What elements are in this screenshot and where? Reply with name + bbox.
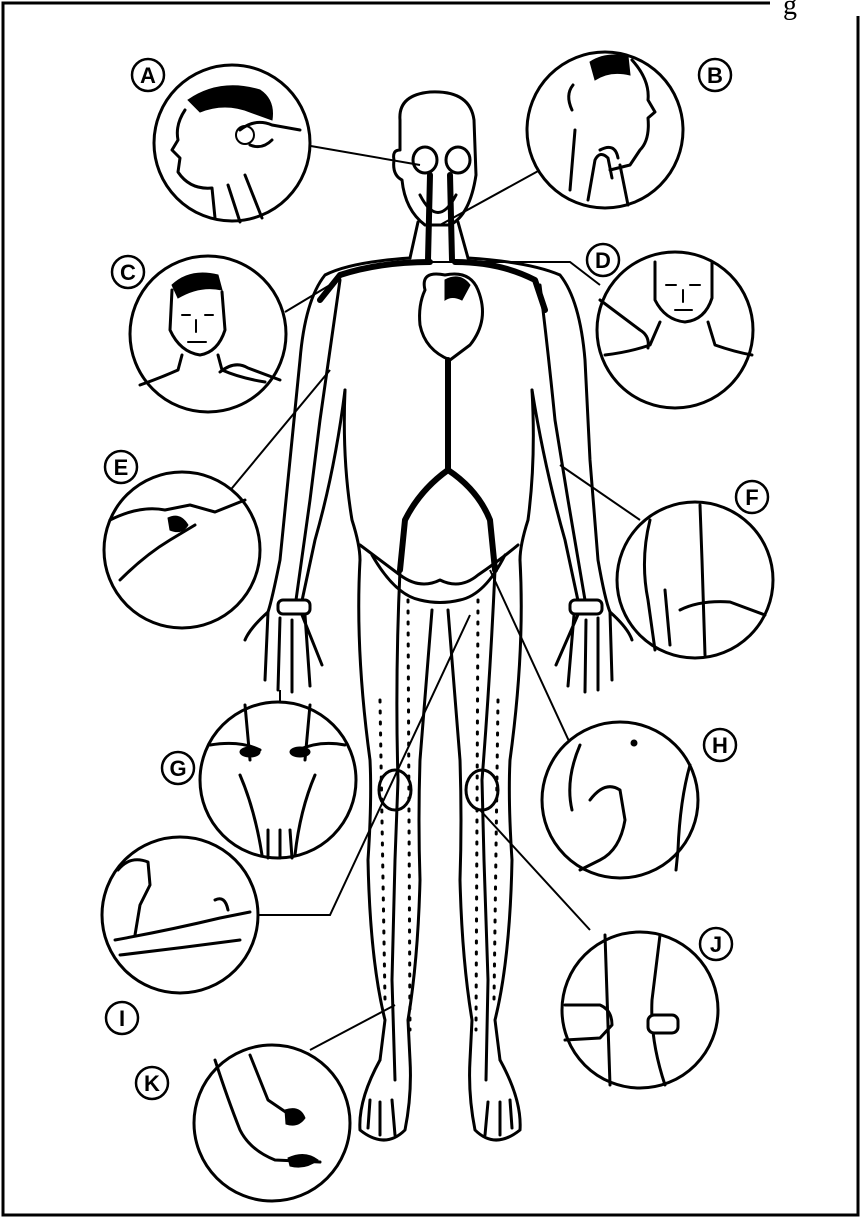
label-badge-d: D — [587, 244, 619, 276]
label-b: B — [707, 63, 723, 88]
label-h: H — [712, 733, 728, 758]
inset-f-circle — [617, 502, 773, 658]
inset-i — [102, 837, 258, 993]
leader-h — [490, 570, 580, 765]
wrist-band-right — [570, 600, 602, 614]
leg-artery-left — [392, 570, 400, 1080]
inset-k — [194, 1045, 350, 1201]
hand-right — [556, 610, 632, 692]
inset-j — [562, 932, 718, 1088]
wrist-band-left — [278, 600, 310, 614]
eye-socket-left — [413, 147, 437, 173]
leg-inner-left — [408, 610, 432, 1060]
label-a: A — [140, 63, 156, 88]
carotid-artery — [428, 175, 452, 260]
inset-g-circle — [200, 702, 356, 858]
inset-d — [597, 252, 753, 408]
label-i: I — [119, 1006, 125, 1031]
label-badge-e: E — [105, 451, 137, 483]
leg-outer-right — [495, 560, 521, 1060]
label-f: F — [745, 485, 758, 510]
corner-mark: g — [783, 0, 797, 21]
inset-j-circle — [562, 932, 718, 1088]
arm-inner-left — [300, 390, 345, 610]
inset-f — [617, 502, 773, 658]
leg-vein-dotted-right — [476, 600, 478, 1030]
hand-left — [245, 610, 322, 692]
inset-a — [154, 65, 310, 222]
label-g: G — [169, 756, 186, 781]
inset-c — [130, 256, 286, 412]
label-badge-j: J — [700, 928, 732, 960]
foot-left — [360, 1060, 411, 1140]
inset-j-hand-right — [648, 1015, 678, 1033]
label-badge-g: G — [162, 752, 194, 784]
inset-h-circle — [542, 722, 698, 878]
inset-h-dot — [631, 740, 637, 746]
iliac-arteries — [400, 470, 495, 570]
label-d: D — [595, 248, 611, 273]
label-e: E — [114, 455, 129, 480]
label-badge-f: F — [736, 481, 768, 513]
label-badge-a: A — [132, 59, 164, 91]
neck — [410, 222, 468, 258]
leader-a — [305, 145, 420, 165]
arm-artery-left — [296, 280, 340, 600]
leg-inner-right — [448, 610, 472, 1060]
pelvis-bone — [372, 555, 505, 603]
label-badge-b: B — [699, 59, 731, 91]
foot-right — [470, 1060, 521, 1140]
label-badge-c: C — [112, 256, 144, 288]
leg-vein-dotted-right-outer — [494, 700, 498, 1000]
label-badge-i: I — [106, 1002, 138, 1034]
inset-g-thumb-left — [240, 747, 260, 757]
inset-g — [200, 702, 356, 858]
label-j: J — [710, 932, 722, 957]
inset-b — [527, 52, 683, 208]
leader-f — [560, 465, 640, 520]
label-badge-h: H — [704, 729, 736, 761]
arm-artery-right — [540, 285, 585, 600]
label-c: C — [120, 260, 136, 285]
label-k: K — [144, 1071, 160, 1096]
inset-g-thumb-right — [290, 747, 310, 757]
inset-d-circle — [597, 252, 753, 408]
leg-vein-dotted-left-outer — [380, 700, 385, 1000]
eye-socket-right — [446, 147, 470, 173]
leg-vein-dotted-left — [408, 600, 410, 1030]
label-badge-k: K — [136, 1067, 168, 1099]
inset-h — [542, 722, 698, 878]
inset-e-circle — [104, 472, 260, 628]
inset-e — [104, 472, 260, 628]
